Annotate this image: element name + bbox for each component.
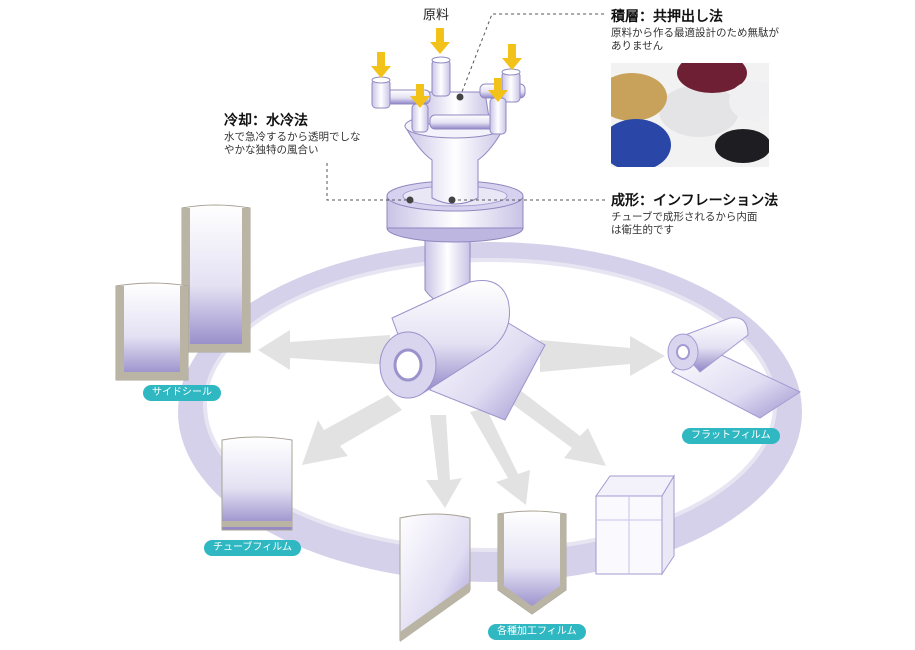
arrow-down [426,415,462,508]
cooling-desc: 水で急冷するから透明でしなやかな独特の風合い [224,131,361,156]
yellow-arrow-icon [371,52,391,78]
yellow-arrow-icon [430,28,450,54]
black-pellets [715,129,769,163]
lamination-title: 積層：共押出し法 [611,9,723,25]
output-arrows [258,330,665,508]
processed-film-badge: 各種加工フィルム [488,624,586,640]
yellow-arrow-icon [410,84,430,108]
arrow-down-right [470,408,530,505]
flat-film-roll [667,317,802,419]
gusset-box [595,474,675,576]
tan-pellets [611,73,667,121]
leader-dots [406,93,464,204]
lamination-desc: 原料から作る最適設計のため無駄がありません [611,27,779,52]
tube-film-bag [221,436,293,531]
resin-pellets-photo [611,63,769,167]
side-seal-bags [115,204,251,381]
forming-desc: チューブで成形されるから内面は衛生的です [611,211,758,236]
arrow-right [540,336,665,376]
arrow-lower-right [500,384,606,466]
material-label: 原料 [423,8,450,23]
white-pellets [659,85,739,137]
leader-lines [326,13,605,201]
tube-film-badge: チューブフィルム [204,540,301,556]
forming-title: 成形：インフレーション法 [611,193,779,209]
material-input-arrows [371,28,522,108]
side-seal-badge: サイドシール [143,385,221,401]
film-roll-main [379,280,546,421]
arrow-lower-left [302,395,402,465]
yellow-arrow-icon [488,78,508,102]
arrow-left [258,330,390,370]
yellow-arrow-icon [502,44,522,70]
white-pellets-right [729,81,769,121]
cooling-title: 冷却：水冷法 [224,113,308,129]
processed-film-bags [399,474,675,642]
flat-film-badge: フラットフィルム [682,428,780,444]
blue-pellets [611,119,671,167]
